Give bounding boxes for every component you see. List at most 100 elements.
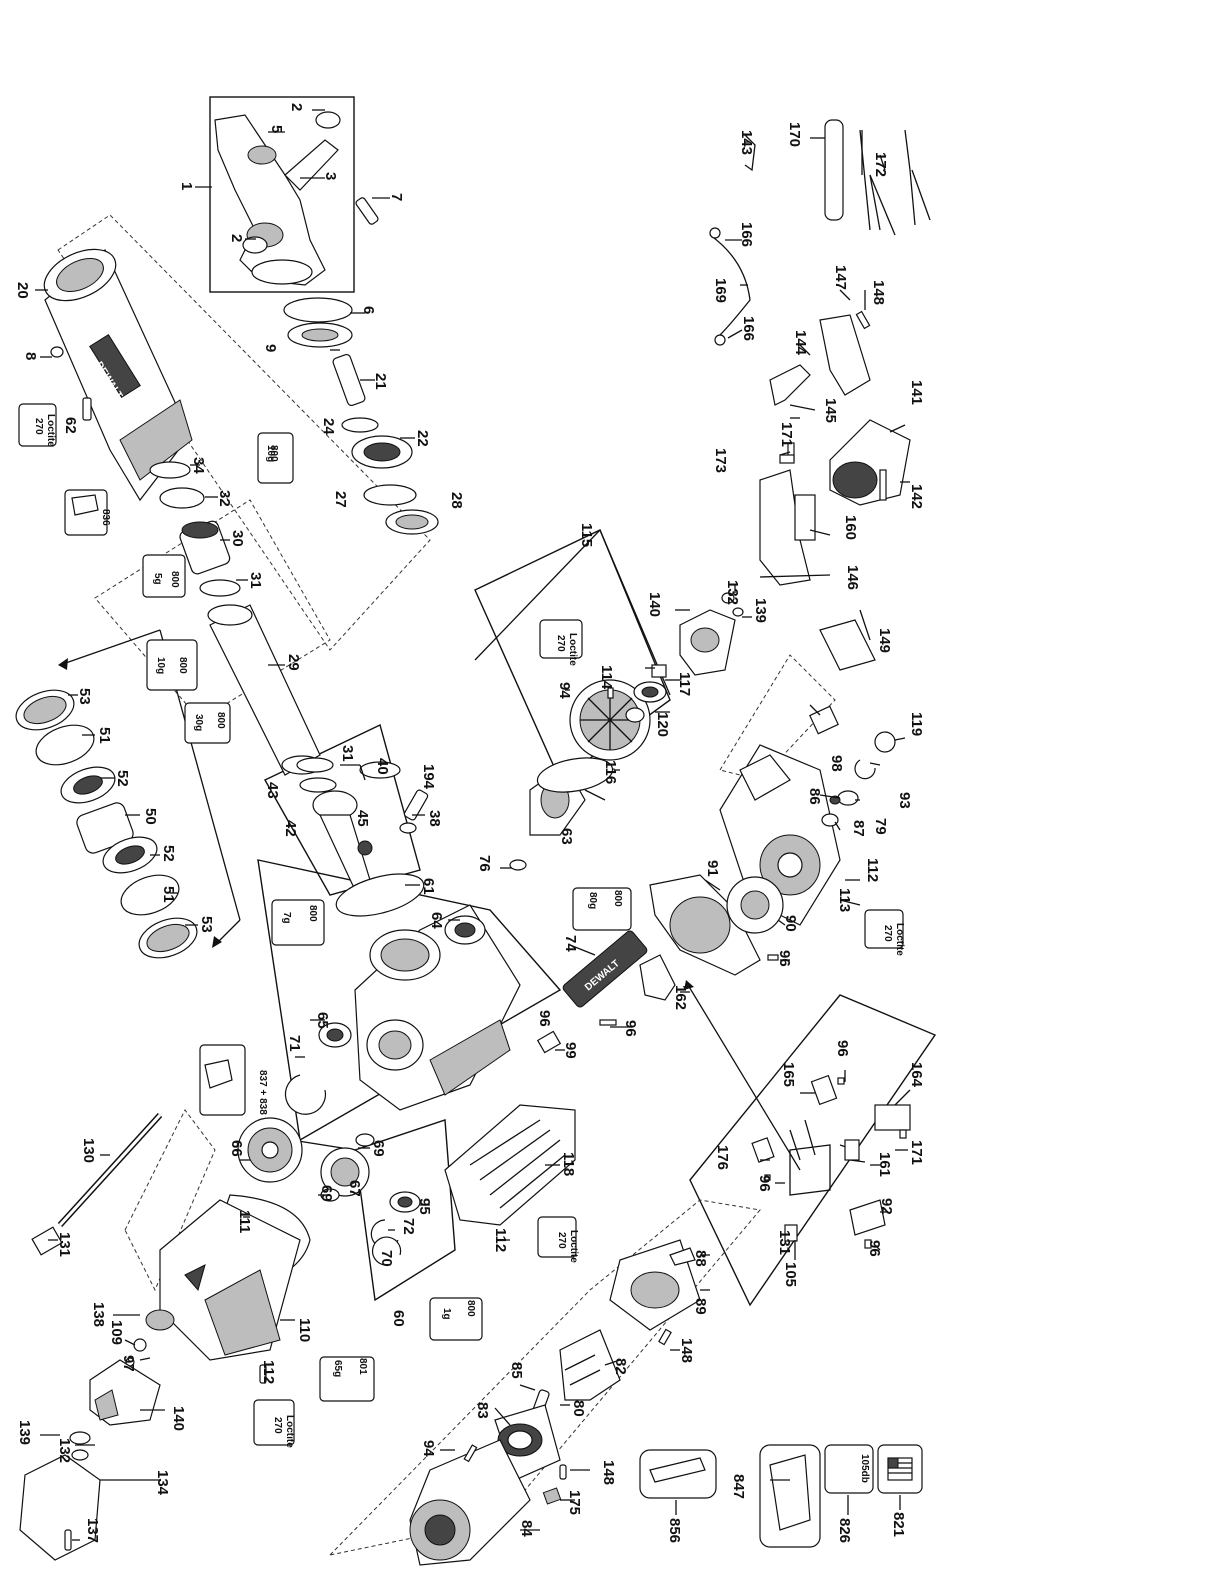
part-number: 109 bbox=[108, 1320, 125, 1345]
dashed-envelope-motor bbox=[328, 1199, 761, 1556]
accessory-number: 856 bbox=[666, 1518, 683, 1543]
part-number: 2 bbox=[228, 234, 245, 242]
part-number: 27 bbox=[332, 491, 349, 508]
part-number: 74 bbox=[562, 935, 579, 952]
part-number: 21 bbox=[372, 373, 389, 390]
grease-amount: 7g bbox=[281, 912, 292, 924]
grease-code: 800 bbox=[169, 571, 180, 588]
part-number: 110 bbox=[296, 1318, 313, 1342]
part-number: 80 bbox=[570, 1400, 587, 1417]
part-number: 34 bbox=[190, 457, 207, 474]
part-number: 2 bbox=[288, 103, 305, 111]
part-number: 86 bbox=[806, 788, 823, 805]
part-number: 130 bbox=[80, 1138, 97, 1163]
part-number: 114 bbox=[598, 665, 615, 690]
part-number: 98 bbox=[828, 755, 845, 772]
dashed-envelope-tube bbox=[57, 214, 431, 651]
part-number: 147 bbox=[832, 265, 849, 290]
part-number: 3 bbox=[322, 172, 339, 180]
part-number: 43 bbox=[264, 782, 281, 799]
part-number: 113 bbox=[836, 888, 853, 912]
part-number: 20 bbox=[14, 282, 31, 299]
part-number: 1 bbox=[178, 182, 195, 190]
part-number: 171 bbox=[908, 1140, 925, 1165]
part-number: 118 bbox=[560, 1152, 577, 1176]
part-number: 96 bbox=[776, 950, 793, 967]
part-number: 99 bbox=[562, 1042, 579, 1059]
group-box-115 bbox=[474, 529, 671, 782]
kit-callout-836: 836 bbox=[64, 489, 111, 536]
part-number: 140 bbox=[646, 592, 663, 617]
part-number: 93 bbox=[896, 792, 913, 809]
svg-text:270: 270 bbox=[882, 925, 893, 942]
part-number: 194 bbox=[420, 764, 437, 790]
part-number: 67 bbox=[346, 1180, 363, 1197]
part-number: 175 bbox=[566, 1490, 583, 1515]
part-number: 52 bbox=[160, 845, 177, 862]
part-number: 139 bbox=[16, 1420, 33, 1445]
part-number: 5 bbox=[268, 125, 285, 133]
part-number: 134 bbox=[154, 1470, 171, 1496]
part-number: 30 bbox=[229, 530, 246, 547]
part-number: 160 bbox=[842, 515, 859, 540]
part-number: 148 bbox=[870, 280, 887, 305]
group-box-1 bbox=[209, 96, 355, 293]
part-number: 92 bbox=[878, 1198, 895, 1215]
grease-amount: 5g bbox=[152, 573, 163, 585]
part-number: 29 bbox=[285, 654, 302, 671]
label-105db: 105db bbox=[859, 1454, 870, 1483]
kit-callout-837-838: 837 + 838 bbox=[199, 1044, 268, 1116]
part-number: 65 bbox=[314, 1012, 331, 1029]
part-number: 61 bbox=[420, 878, 437, 895]
grease-callout-801-65g: 801 65g bbox=[319, 1356, 375, 1402]
grease-amount: 10g bbox=[265, 445, 276, 462]
part-number: 142 bbox=[908, 484, 925, 509]
part-number: 96 bbox=[622, 1020, 639, 1037]
part-number: 94 bbox=[556, 682, 573, 699]
part-number: 31 bbox=[339, 745, 356, 762]
part-number: 162 bbox=[672, 985, 689, 1010]
loctite-callout: Loctite 270 bbox=[18, 403, 57, 447]
part-number: 131 bbox=[776, 1230, 793, 1255]
svg-text:Loctite: Loctite bbox=[894, 923, 905, 956]
part-number: 31 bbox=[247, 572, 264, 589]
svg-text:Loctite: Loctite bbox=[45, 414, 56, 447]
part-number: 164 bbox=[908, 1062, 925, 1088]
part-number: 38 bbox=[426, 810, 443, 827]
grease-callout-800-10g-b: 800 10g bbox=[146, 639, 198, 691]
loctite-callout: Loctite 270 bbox=[539, 619, 583, 666]
svg-text:270: 270 bbox=[556, 1232, 567, 1249]
svg-text:837 + 838: 837 + 838 bbox=[257, 1070, 268, 1115]
part-number: 6 bbox=[360, 306, 377, 314]
part-number: 51 bbox=[160, 886, 177, 903]
part-number: 84 bbox=[518, 1520, 535, 1537]
part-number: 132 bbox=[56, 1438, 73, 1463]
part-number: 138 bbox=[90, 1302, 107, 1327]
accessory-number: 826 bbox=[836, 1518, 853, 1543]
svg-text:270: 270 bbox=[33, 418, 44, 435]
loctite-callout: Loctite 270 bbox=[537, 1216, 579, 1263]
part-number: 165 bbox=[780, 1062, 797, 1087]
svg-text:270: 270 bbox=[272, 1417, 283, 1434]
part-number: 170 bbox=[786, 122, 803, 147]
part-number: 52 bbox=[114, 770, 131, 787]
part-number: 96 bbox=[834, 1040, 851, 1057]
grease-amount: 1g bbox=[441, 1308, 452, 1320]
part-number: 88 bbox=[692, 1250, 709, 1267]
part-number: 9 bbox=[262, 344, 279, 352]
part-number: 51 bbox=[96, 727, 113, 744]
grease-amount: 30g bbox=[193, 714, 204, 731]
grease-code: 800 bbox=[215, 712, 226, 729]
part-number: 66 bbox=[228, 1140, 245, 1157]
dashed-envelope-brush bbox=[719, 654, 836, 781]
part-number: 95 bbox=[416, 1198, 433, 1215]
part-number: 173 bbox=[712, 448, 729, 473]
grease-callout-800-30g: 800 30g bbox=[184, 702, 231, 744]
loctite-callout: Loctite 270 bbox=[864, 909, 905, 956]
part-number: 140 bbox=[170, 1406, 187, 1431]
grease-callout-800-80g: 800 80g bbox=[572, 887, 632, 931]
svg-text:105db: 105db bbox=[859, 1454, 870, 1483]
part-number: 72 bbox=[400, 1218, 417, 1235]
part-number: 82 bbox=[612, 1358, 629, 1375]
